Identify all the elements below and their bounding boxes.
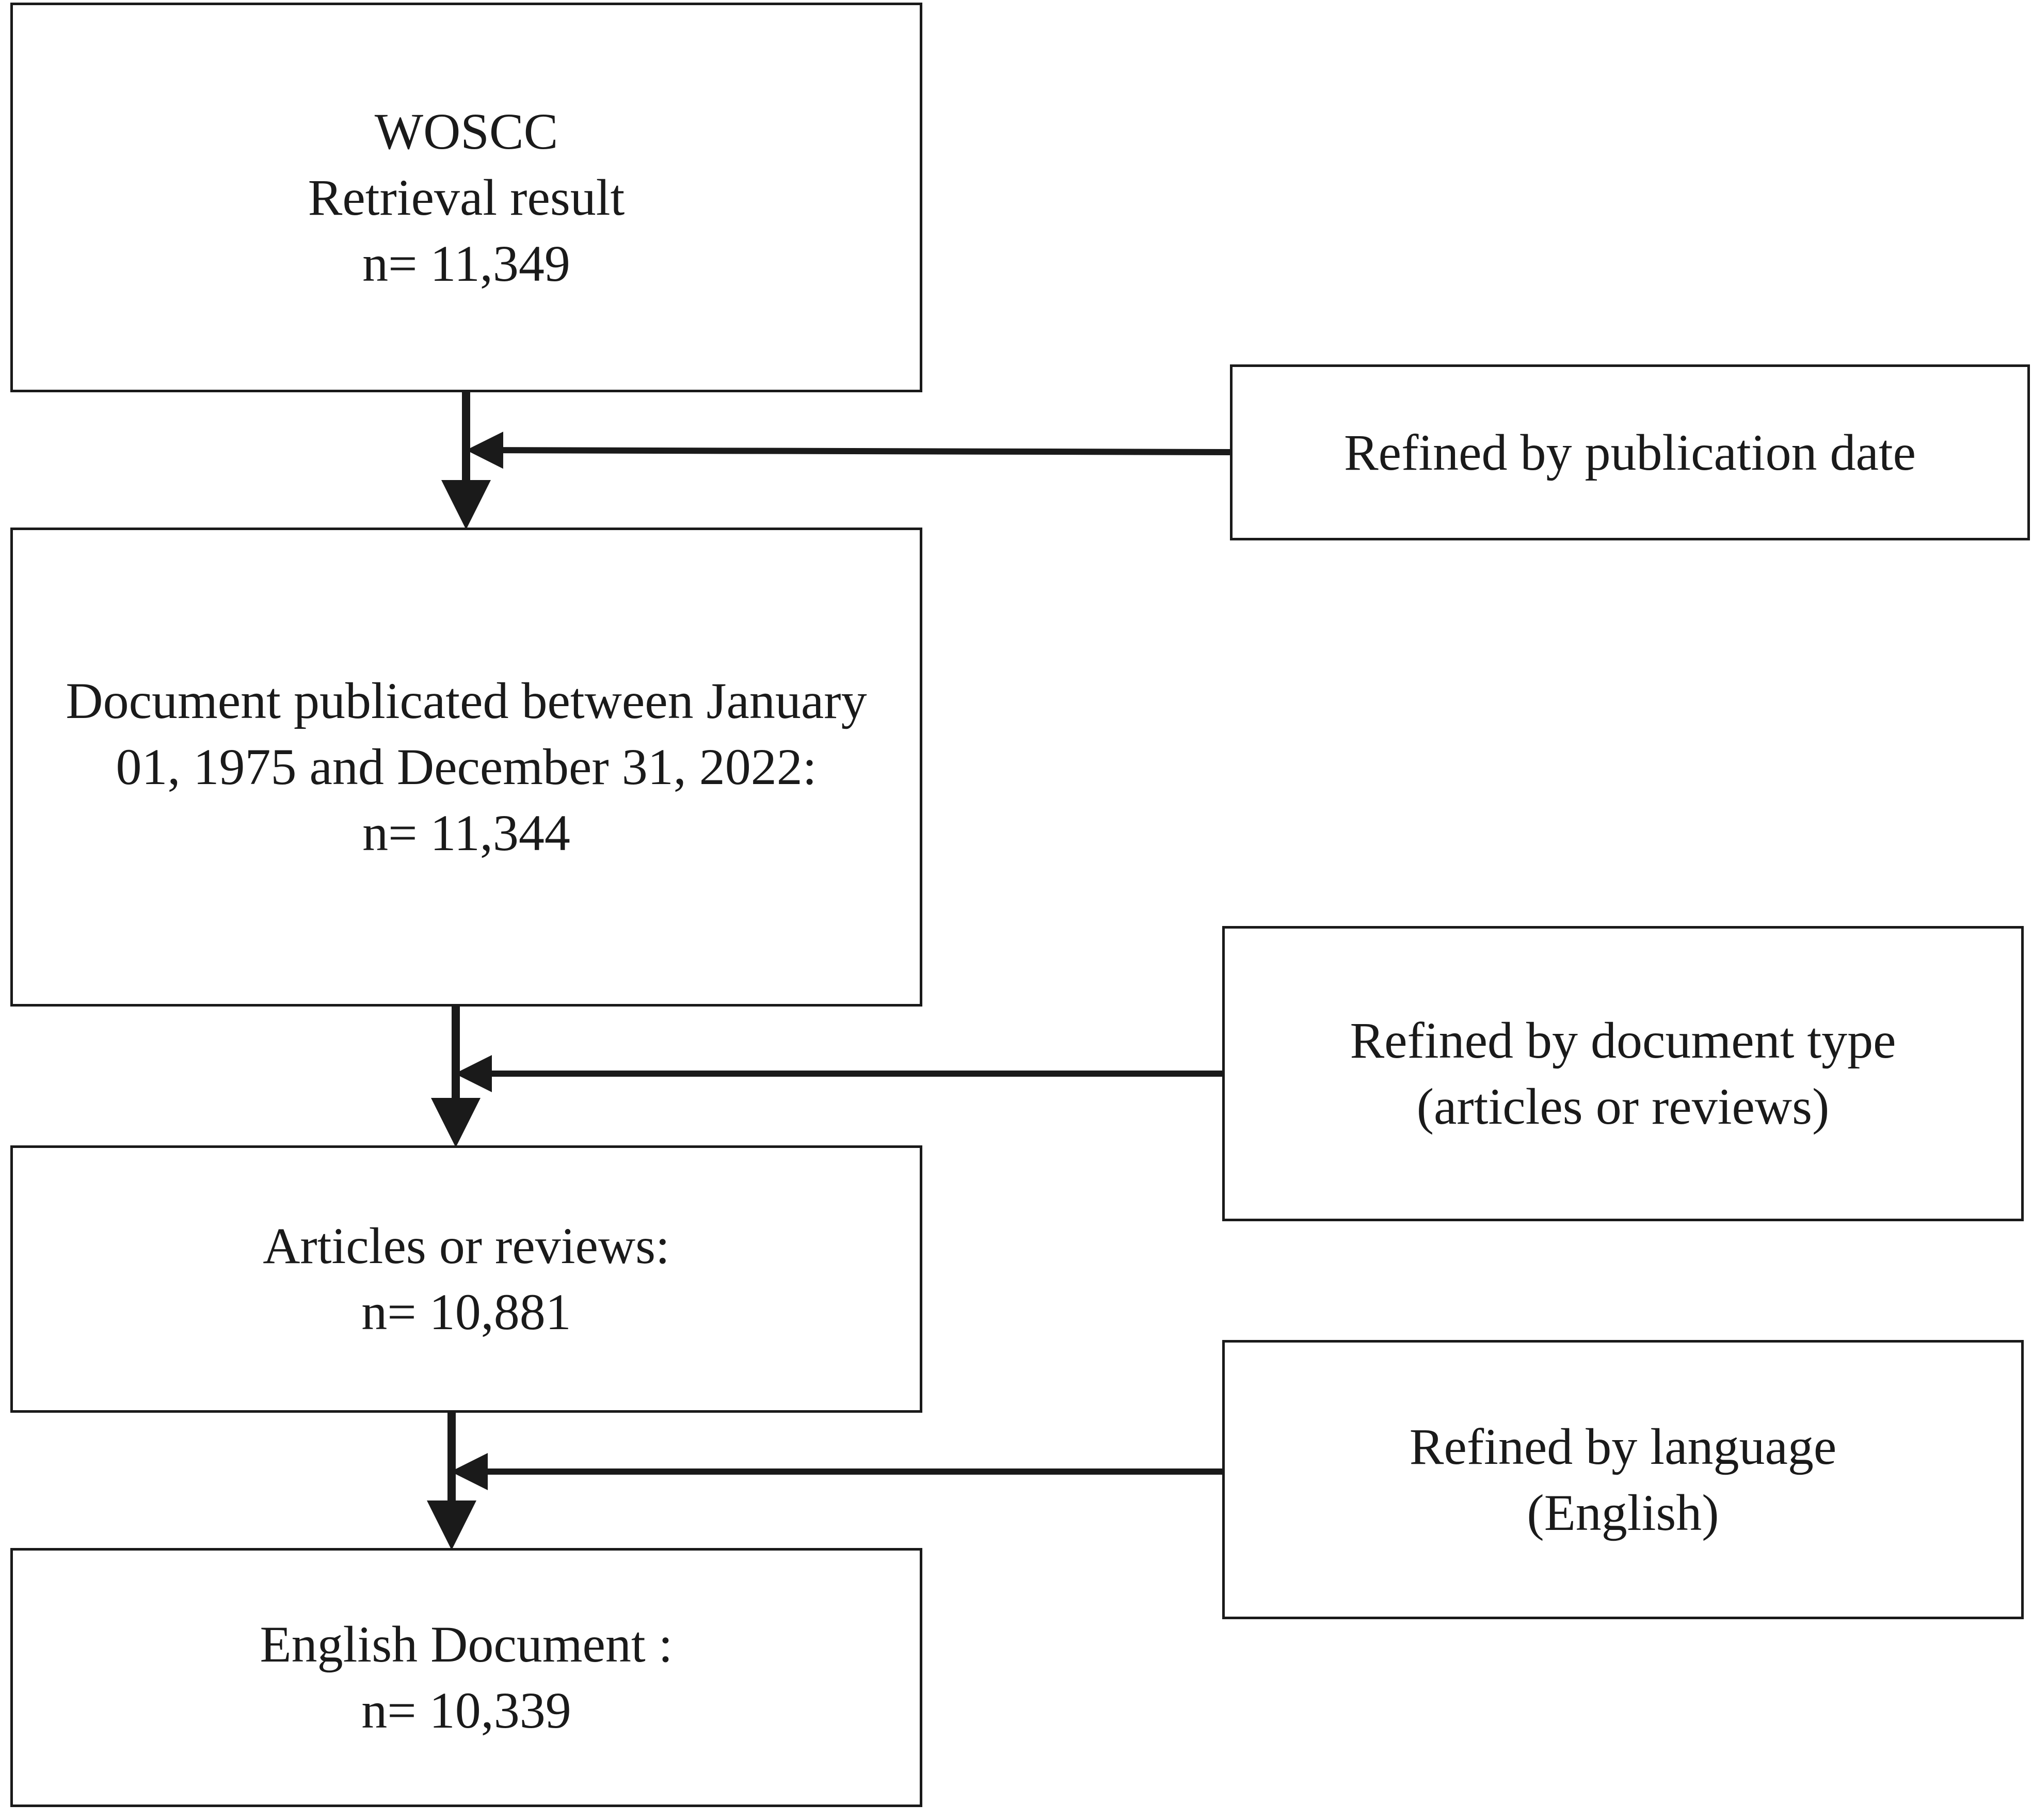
node-english-document: English Document : n= 10,339 <box>10 1548 922 1807</box>
node-refine-language: Refined by language (English) <box>1222 1340 2024 1619</box>
node-english-count: n= 10,339 <box>361 1682 571 1739</box>
node-woscc-retrieval: WOSCC Retrieval result n= 11,349 <box>10 3 922 392</box>
node-refine-publication-date: Refined by publication date <box>1230 364 2030 540</box>
node-refine-date-label: Refined by publication date <box>1343 423 1916 481</box>
node-refine-type-detail: (articles or reviews) <box>1416 1078 1830 1135</box>
arrow-refine-date <box>466 432 1230 469</box>
node-refine-type-label: Refined by document type <box>1350 1012 1896 1069</box>
node-articles-label: Articles or reviews: <box>263 1217 670 1274</box>
node-refine-language-label: Refined by language <box>1409 1417 1837 1475</box>
node-date-filtered-count: n= 11,344 <box>362 804 570 861</box>
node-woscc-title: WOSCC <box>374 102 558 160</box>
node-woscc-count: n= 11,349 <box>362 234 570 292</box>
node-articles-or-reviews: Articles or reviews: n= 10,881 <box>10 1145 922 1413</box>
node-english-label: English Document : <box>260 1616 673 1673</box>
node-date-filtered-text: Document publicated between January 01, … <box>66 672 867 795</box>
node-refine-document-type: Refined by document type (articles or re… <box>1222 926 2024 1221</box>
node-refine-language-detail: (English) <box>1527 1483 1719 1541</box>
node-articles-count: n= 10,881 <box>361 1283 571 1340</box>
node-woscc-subtitle: Retrieval result <box>308 168 625 226</box>
node-date-filtered: Document publicated between January 01, … <box>10 528 922 1007</box>
